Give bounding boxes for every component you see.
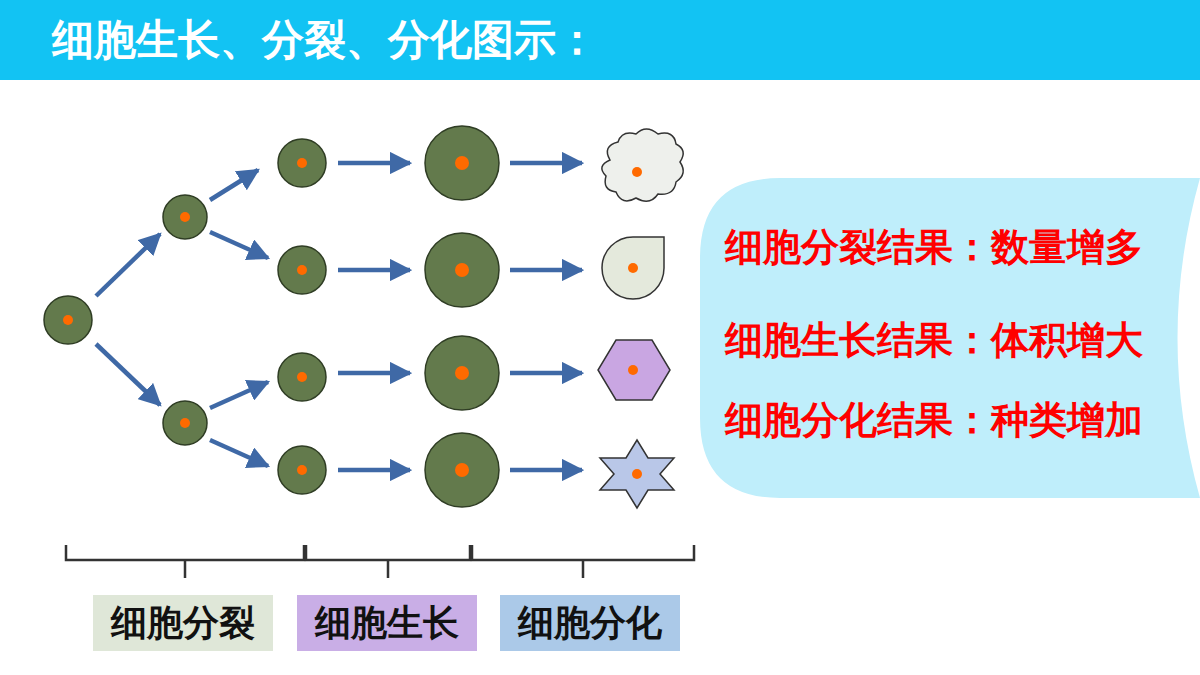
stage-label: 细胞分裂 bbox=[111, 601, 255, 645]
stage-box: 细胞分裂 bbox=[93, 595, 273, 651]
stage-label: 细胞分化 bbox=[518, 601, 662, 645]
stage-box: 细胞生长 bbox=[297, 595, 477, 651]
result-panel: 细胞分裂结果：数量增多细胞生长结果：体积增大细胞分化结果：种类增加 bbox=[700, 178, 1200, 498]
stage-box: 细胞分化 bbox=[500, 595, 680, 651]
slide-title: 细胞生长、分裂、分化图示： bbox=[52, 12, 598, 68]
result-text: 细胞分化结果：种类增加 bbox=[725, 397, 1143, 443]
result-text: 细胞分裂结果：数量增多 bbox=[725, 224, 1143, 270]
result-text: 细胞生长结果：体积增大 bbox=[725, 317, 1143, 363]
stage-label: 细胞生长 bbox=[315, 601, 459, 645]
